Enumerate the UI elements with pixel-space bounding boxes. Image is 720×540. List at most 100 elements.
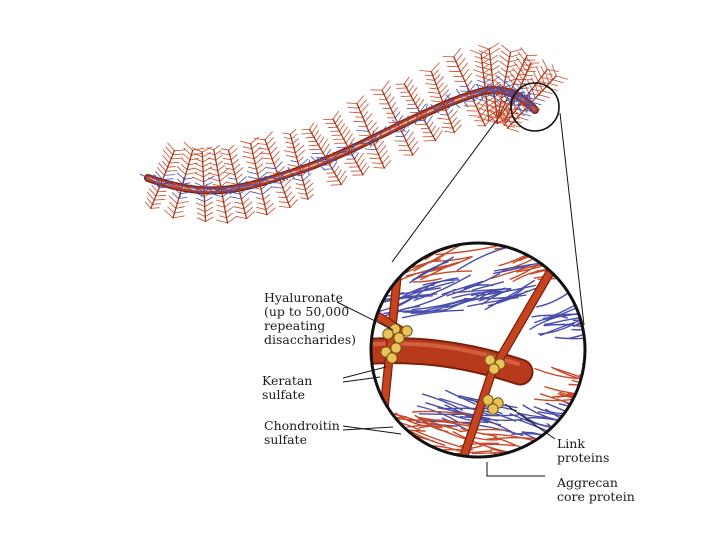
chondroitin-sulfate-chain: [336, 169, 342, 178]
chondroitin-sulfate-chain: [414, 414, 469, 441]
chondroitin-sulfate-chain: [181, 158, 189, 166]
keratan-sulfate-chain: [372, 133, 379, 141]
chondroitin-sulfate-chain: [548, 243, 576, 254]
chondroitin-sulfate-chain: [517, 72, 524, 81]
chondroitin-sulfate-chain: [497, 114, 510, 118]
chondroitin-sulfate-chain: [477, 45, 490, 50]
keratan-sulfate-chain: [504, 80, 512, 90]
chondroitin-sulfate-chain: [513, 106, 519, 118]
keratan-sulfate-chain: [316, 160, 329, 163]
chondroitin-sulfate-chain: [501, 243, 536, 248]
chondroitin-sulfate-chain: [568, 383, 585, 393]
chondroitin-sulfate-chain: [183, 147, 192, 156]
chondroitin-sulfate-chain: [194, 162, 204, 168]
chondroitin-sulfate-chain: [233, 206, 245, 210]
keratan-sulfate-chain: [153, 174, 162, 185]
chondroitin-sulfate-chain: [501, 243, 532, 247]
chondroitin-sulfate-chain: [510, 124, 520, 128]
chondroitin-sulfate-chain: [338, 170, 347, 182]
keratan-sulfate-chain: [261, 186, 272, 195]
chondroitin-sulfate-chain: [469, 459, 502, 461]
keratan-sulfate-chain: [490, 94, 502, 103]
keratan-sulfate-chain: [512, 93, 530, 104]
chondroitin-sulfate-chain: [295, 183, 305, 186]
core-protein: [308, 128, 342, 186]
chondroitin-sulfate-chain: [144, 201, 152, 209]
chondroitin-sulfate-chain: [275, 191, 286, 194]
keratan-sulfate-chain: [356, 130, 370, 132]
keratan-sulfate-chain: [573, 310, 585, 327]
keratan-sulfate-chain: [163, 174, 176, 176]
chondroitin-sulfate-chain: [493, 81, 501, 87]
proteoglycan-monomer: [346, 95, 392, 169]
chondroitin-sulfate-chain: [266, 207, 276, 216]
chondroitin-sulfate-chain: [334, 115, 342, 124]
keratan-sulfate-chain: [240, 190, 251, 200]
keratan-sulfate-chain: [222, 189, 233, 198]
chondroitin-sulfate-chain: [216, 219, 228, 224]
chondroitin-sulfate-chain: [509, 265, 537, 280]
chondroitin-sulfate-chain: [278, 201, 289, 204]
chondroitin-sulfate-chain: [483, 72, 493, 77]
keratan-sulfate-chain: [521, 92, 531, 112]
link-protein: [382, 328, 394, 340]
keratan-sulfate-chain: [291, 173, 303, 177]
keratan-sulfate-chain: [448, 296, 489, 310]
keratan-sulfate-chain: [278, 170, 287, 179]
chondroitin-sulfate-chain: [501, 105, 509, 114]
chondroitin-sulfate-chain: [484, 98, 496, 103]
keratan-sulfate-chain: [422, 393, 464, 411]
chondroitin-sulfate-chain: [448, 110, 458, 120]
core-protein: [264, 139, 291, 209]
chondroitin-sulfate-chain: [489, 451, 541, 457]
keratan-sulfate-chain: [531, 88, 536, 99]
keratan-sulfate-chain: [401, 124, 408, 133]
link-proteins-label: Link proteins: [557, 436, 609, 465]
chondroitin-sulfate-chain: [435, 245, 497, 256]
chondroitin-sulfate-chain: [307, 193, 314, 200]
chondroitin-sulfate-chain: [491, 65, 500, 71]
chondroitin-sulfate-chain: [496, 101, 504, 109]
chondroitin-sulfate-chain: [482, 66, 493, 71]
chondroitin-sulfate-chain: [168, 161, 180, 164]
chondroitin-sulfate-chain: [488, 42, 500, 50]
chondroitin-sulfate-chain: [215, 199, 225, 203]
magnification-circle: [510, 82, 560, 132]
chondroitin-sulfate-chain: [309, 122, 315, 130]
chondroitin-sulfate-chain: [263, 194, 270, 200]
chondroitin-sulfate-chain: [392, 107, 398, 114]
chondroitin-sulfate-chain: [186, 167, 195, 171]
chondroitin-sulfate-chain: [165, 170, 178, 172]
chondroitin-sulfate-chain: [220, 181, 228, 187]
chondroitin-sulfate-chain: [306, 188, 314, 195]
chondroitin-sulfate-chain: [358, 125, 368, 127]
chondroitin-sulfate-chain: [419, 417, 461, 432]
chondroitin-sulfate-chain: [390, 102, 397, 110]
keratan-sulfate-chain: [493, 264, 533, 275]
chondroitin-sulfate-chain: [224, 167, 235, 171]
keratan-sulfate-chain: [204, 186, 218, 195]
chondroitin-sulfate-chain: [167, 142, 175, 152]
chondroitin-sulfate-chain: [442, 122, 452, 125]
chondroitin-sulfate-chain: [480, 106, 489, 117]
keratan-sulfate-chain: [316, 158, 338, 162]
keratan-sulfate-chain: [424, 103, 428, 123]
chondroitin-sulfate-chain: [219, 152, 231, 156]
keratan-sulfate-chain: [287, 166, 295, 179]
chondroitin-sulfate-chain: [269, 146, 278, 155]
chondroitin-sulfate-chain: [326, 180, 340, 182]
keratan-sulfate-chain: [370, 130, 374, 148]
core-protein: [430, 70, 456, 134]
chondroitin-sulfate-chain: [509, 116, 520, 120]
chondroitin-sulfate-chain: [225, 181, 238, 185]
keratan-sulfate-chain: [445, 102, 455, 112]
chondroitin-sulfate-chain: [202, 166, 213, 173]
proteoglycan-monomer: [253, 131, 298, 209]
chondroitin-sulfate-chain: [283, 150, 296, 154]
keratan-sulfate-chain: [413, 277, 459, 294]
keratan-sulfate-chain: [534, 97, 546, 102]
chondroitin-sulfate-chain: [246, 161, 256, 165]
keratan-sulfate-chain: [440, 114, 449, 116]
chondroitin-sulfate-chain: [347, 137, 355, 148]
chondroitin-sulfate-chain: [509, 54, 520, 58]
